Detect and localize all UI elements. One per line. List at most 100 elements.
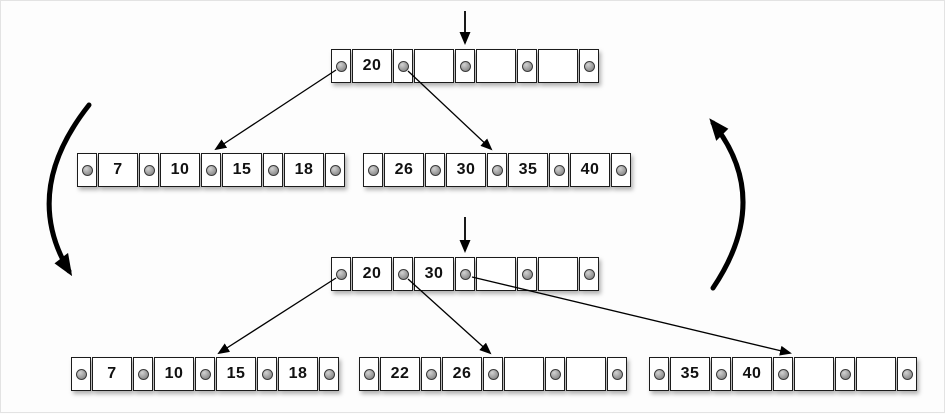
pointer-dot-icon [143, 164, 155, 176]
key-cell [566, 357, 606, 391]
pointer-dot-icon [81, 164, 93, 176]
key-cell: 35 [508, 153, 548, 187]
key-cell: 26 [384, 153, 424, 187]
pointer-cell [325, 153, 345, 187]
leaf-node-bottom-middle: 22 26 [359, 357, 627, 391]
pointer-cell [483, 357, 503, 391]
pointer-dot-icon [425, 368, 437, 380]
key-cell [794, 357, 834, 391]
pointer-dot-icon [397, 268, 409, 280]
pointer-dot-icon [521, 60, 533, 72]
pointer-cell [611, 153, 631, 187]
pointer-dot-icon [261, 368, 273, 380]
pointer-dot-icon [397, 60, 409, 72]
pointer-dot-icon [363, 368, 375, 380]
pointer-cell [393, 257, 413, 291]
key-cell: 26 [442, 357, 482, 391]
leaf-node-bottom-left: 7 10 15 18 [71, 357, 339, 391]
pointer-dot-icon [367, 164, 379, 176]
key-cell: 10 [154, 357, 194, 391]
key-cell: 22 [380, 357, 420, 391]
key-cell: 35 [670, 357, 710, 391]
pointer-dot-icon [653, 368, 665, 380]
pointer-cell [773, 357, 793, 391]
pointer-dot-icon [615, 164, 627, 176]
pointer-dot-icon [487, 368, 499, 380]
pointer-dot-icon [459, 60, 471, 72]
pointer-dot-icon [583, 60, 595, 72]
pointer-cell [579, 49, 599, 83]
pointer-cell [77, 153, 97, 187]
pointer-cell [331, 49, 351, 83]
root-node-top: 20 [331, 49, 599, 83]
pointer-dot-icon [429, 164, 441, 176]
leaf-node-bottom-right: 35 40 [649, 357, 917, 391]
pointer-cell [331, 257, 351, 291]
pointer-cell [549, 153, 569, 187]
pointer-dot-icon [75, 368, 87, 380]
pointer-dot-icon [459, 268, 471, 280]
pointer-dot-icon [549, 368, 561, 380]
cycle-arrow-left [46, 102, 92, 277]
pointer-cell [133, 357, 153, 391]
key-cell: 18 [278, 357, 318, 391]
key-cell: 20 [352, 257, 392, 291]
child-link-top-left [214, 69, 337, 151]
pointer-cell [319, 357, 339, 391]
pointer-dot-icon [491, 164, 503, 176]
pointer-cell [487, 153, 507, 187]
key-cell: 40 [570, 153, 610, 187]
pointer-dot-icon [553, 164, 565, 176]
pointer-cell [421, 357, 441, 391]
key-cell: 20 [352, 49, 392, 83]
key-cell: 10 [160, 153, 200, 187]
pointer-cell [835, 357, 855, 391]
key-cell [538, 49, 578, 83]
cycle-arrow-right [709, 118, 746, 291]
pointer-cell [517, 257, 537, 291]
pointer-cell [201, 153, 221, 187]
pointer-cell [263, 153, 283, 187]
pointer-dot-icon [323, 368, 335, 380]
pointer-cell [257, 357, 277, 391]
key-cell: 40 [732, 357, 772, 391]
key-cell: 7 [92, 357, 132, 391]
pointer-cell [455, 257, 475, 291]
pointer-cell [455, 49, 475, 83]
key-cell: 15 [216, 357, 256, 391]
key-cell: 30 [446, 153, 486, 187]
pointer-cell [607, 357, 627, 391]
key-cell: 30 [414, 257, 454, 291]
pointer-dot-icon [335, 60, 347, 72]
pointer-cell [195, 357, 215, 391]
pointer-dot-icon [777, 368, 789, 380]
pointer-dot-icon [335, 268, 347, 280]
pointer-cell [517, 49, 537, 83]
pointer-dot-icon [715, 368, 727, 380]
pointer-dot-icon [329, 164, 341, 176]
pointer-cell [425, 153, 445, 187]
pointer-cell [71, 357, 91, 391]
pointer-cell [393, 49, 413, 83]
key-cell [504, 357, 544, 391]
pointer-dot-icon [137, 368, 149, 380]
key-cell [476, 257, 516, 291]
pointer-dot-icon [583, 268, 595, 280]
key-cell: 15 [222, 153, 262, 187]
pointer-dot-icon [839, 368, 851, 380]
pointer-cell [545, 357, 565, 391]
key-cell [414, 49, 454, 83]
key-cell [476, 49, 516, 83]
key-cell [856, 357, 896, 391]
pointer-dot-icon [901, 368, 913, 380]
child-link-bottom-left [217, 277, 337, 355]
pointer-dot-icon [521, 268, 533, 280]
pointer-cell [139, 153, 159, 187]
pointer-cell [897, 357, 917, 391]
pointer-dot-icon [611, 368, 623, 380]
key-cell: 18 [284, 153, 324, 187]
pointer-dot-icon [199, 368, 211, 380]
